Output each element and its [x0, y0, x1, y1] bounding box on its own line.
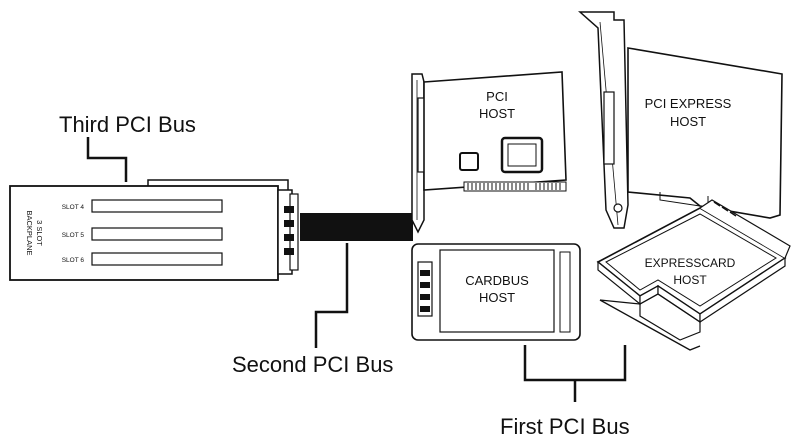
- expresscard-host-label-line2: HOST: [673, 273, 707, 287]
- expansion-cable: [300, 213, 413, 241]
- pci-host-card: PCI HOST: [411, 71, 567, 234]
- pci-express-host-card: PCI EXPRESS HOST: [578, 11, 783, 229]
- slot-4-label: SLOT 4: [62, 204, 85, 211]
- slot-5-label: SLOT 5: [62, 232, 85, 239]
- slot-4-connector: [91, 199, 223, 213]
- backplane-assembly: SLOT 4 SLOT 5 SLOT 6 3 SLOT BACKPLANE: [9, 179, 299, 281]
- second-bus-leader: [314, 243, 349, 348]
- third-bus-leader: [86, 137, 128, 182]
- backplane-title-line1: 3 SLOT: [35, 220, 44, 246]
- pcie-host-label-line1: PCI EXPRESS: [645, 96, 732, 111]
- slot-6-connector: [91, 252, 223, 266]
- pci-small-chip: [459, 152, 479, 171]
- pci-main-chip: [500, 136, 544, 174]
- slot-5-connector: [91, 227, 223, 241]
- first-pci-bus-label: First PCI Bus: [500, 414, 630, 439]
- expresscard-host-card: EXPRESSCARD HOST: [596, 199, 791, 351]
- pci-host-label-line1: PCI: [486, 89, 508, 104]
- cardbus-host-card: CARDBUS HOST: [411, 243, 581, 341]
- cardbus-host-label-line2: HOST: [479, 290, 515, 305]
- first-bus-bracket: [523, 345, 627, 382]
- pcie-host-label-line2: HOST: [670, 114, 706, 129]
- pci-host-label-line2: HOST: [479, 106, 515, 121]
- expresscard-host-label-line1: EXPRESSCARD: [645, 256, 736, 270]
- second-pci-bus-label: Second PCI Bus: [232, 352, 394, 377]
- cardbus-host-label-line1: CARDBUS: [465, 273, 529, 288]
- backplane-title-line2: BACKPLANE: [25, 210, 34, 255]
- third-pci-bus-label: Third PCI Bus: [59, 112, 196, 137]
- slot-6-label: SLOT 6: [62, 257, 85, 264]
